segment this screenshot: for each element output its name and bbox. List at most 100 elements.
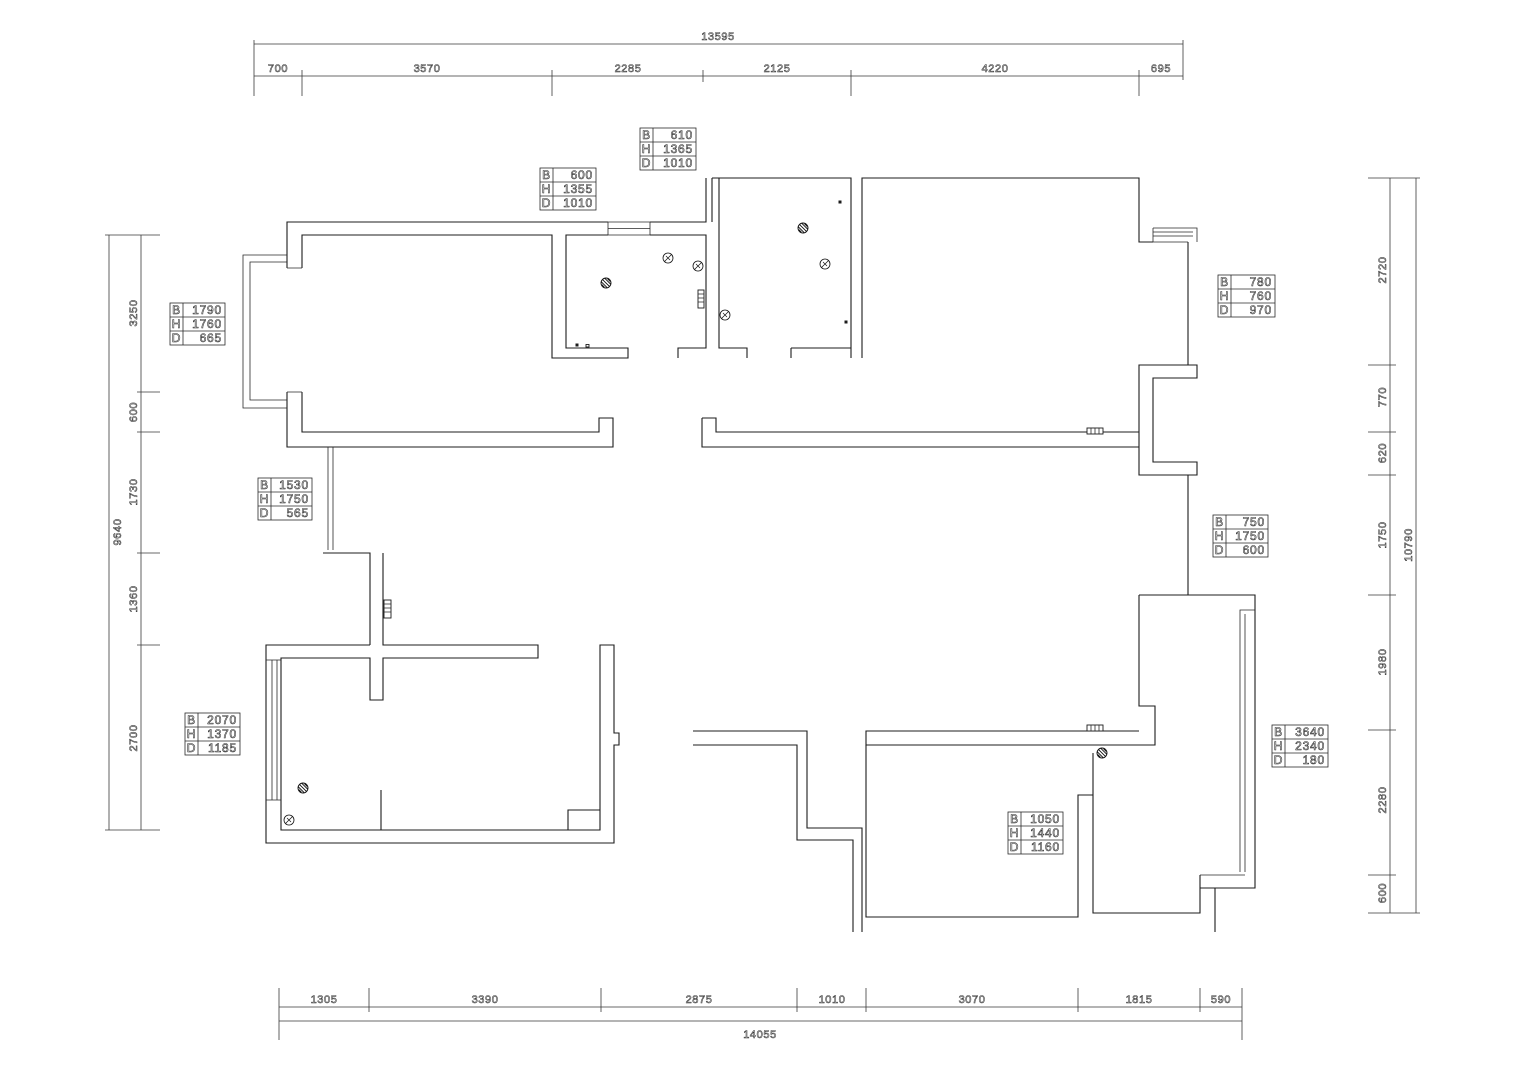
dimension-bottom-segment: 1815	[1126, 994, 1153, 1006]
dimension-bottom-overall: 14055	[743, 1029, 777, 1041]
table-value-b: 610	[671, 128, 693, 142]
dimension-left-segment: 2700	[128, 725, 140, 752]
dimension-bottom-segment: 3070	[959, 994, 986, 1006]
table-label-h: H	[260, 492, 269, 506]
table-label-h: H	[187, 727, 196, 741]
table-value-d: 970	[1250, 303, 1272, 317]
dimension-bottom-segment: 1305	[311, 994, 338, 1006]
table-value-d: 1010	[563, 196, 593, 210]
wall-east-lower	[1139, 594, 1256, 932]
table-label-h: H	[1274, 739, 1283, 753]
table-label-d: D	[172, 331, 181, 345]
table-value-h: 1370	[207, 727, 237, 741]
table-label-b: B	[1274, 725, 1283, 739]
table-label-d: D	[1215, 543, 1224, 557]
table-value-b: 1050	[1030, 812, 1060, 826]
dimension-right-segment: 600	[1377, 883, 1389, 903]
window-lower-left	[266, 659, 281, 801]
table-label-b: B	[187, 713, 196, 727]
table-label-h: H	[172, 317, 181, 331]
table-value-h: 1365	[663, 142, 693, 156]
table-frame	[1271, 724, 1329, 768]
table-value-h: 2340	[1295, 739, 1325, 753]
table-value-d: 180	[1303, 753, 1325, 767]
dimension-bottom-segment: 590	[1211, 994, 1231, 1006]
table-value-d: 1160	[1031, 840, 1060, 854]
dimension-right-segment: 2720	[1377, 257, 1389, 284]
point-marker	[585, 344, 590, 348]
dimension-line-top-overall	[253, 40, 1184, 96]
dimension-top-segment: 3570	[414, 63, 441, 75]
wall-center-horizontal	[701, 417, 1139, 448]
table-label-d: D	[260, 506, 269, 520]
table-frame	[169, 302, 226, 346]
wall-bath-right-west	[718, 178, 748, 358]
wall-bath-divider	[650, 234, 707, 358]
table-frame	[257, 477, 313, 521]
floor-drain-icon	[719, 309, 731, 321]
bay-window-west	[242, 254, 302, 409]
table-value-h: 1750	[1235, 529, 1265, 543]
table-label-b: B	[172, 303, 181, 317]
wall-upper-right-north	[861, 177, 1153, 358]
table-label-h: H	[1010, 826, 1019, 840]
table-value-h: 1750	[279, 492, 309, 506]
table-value-b: 1530	[279, 478, 309, 492]
floor-drain-icon	[1096, 747, 1108, 759]
wall-shaft	[1138, 364, 1198, 476]
floor-drain-icon	[797, 222, 809, 234]
dimension-right-segment: 620	[1377, 443, 1389, 463]
table-value-b: 3640	[1295, 725, 1325, 739]
dimension-right-segment: 770	[1377, 387, 1389, 407]
wall-upper-left-south	[286, 392, 614, 448]
dimension-left-segment: 1360	[128, 586, 140, 613]
floor-drain-icon	[662, 252, 674, 264]
table-label-b: B	[642, 128, 651, 142]
dimension-top-overall: 13595	[701, 31, 735, 43]
table-label-h: H	[642, 142, 651, 156]
table-label-d: D	[187, 741, 196, 755]
table-label-b: B	[1220, 275, 1229, 289]
window-east-lower	[1200, 609, 1255, 876]
floor-drain-icon	[819, 258, 831, 270]
table-label-h: H	[1220, 289, 1229, 303]
radiator-icon	[1086, 724, 1104, 732]
floor-drain-icon	[600, 277, 612, 289]
table-frame	[639, 127, 697, 171]
dimension-top-segment: 4220	[982, 63, 1009, 75]
table-value-h: 1355	[563, 182, 593, 196]
table-label-d: D	[1274, 753, 1283, 767]
table-frame	[539, 167, 597, 211]
table-value-d: 600	[1243, 543, 1265, 557]
dimension-line-left-overall	[105, 234, 160, 831]
table-label-h: H	[1215, 529, 1224, 543]
table-label-b: B	[1215, 515, 1224, 529]
floor-drain-icon	[297, 782, 309, 794]
table-value-h: 1440	[1030, 826, 1060, 840]
table-label-b: B	[1010, 812, 1019, 826]
wall-upper-left-outer	[286, 178, 713, 268]
table-value-h: 760	[1250, 289, 1272, 303]
radiator-icon	[697, 289, 705, 309]
dimension-left-segment: 600	[128, 402, 140, 422]
table-label-b: B	[260, 478, 269, 492]
dimension-right-segment: 2280	[1377, 787, 1389, 814]
dimension-line-right-overall	[1368, 177, 1420, 914]
table-value-h: 1760	[192, 317, 222, 331]
table-value-d: 1010	[663, 156, 693, 170]
dimension-left-segment: 3250	[128, 300, 140, 327]
table-frame	[1007, 811, 1064, 855]
table-value-b: 750	[1243, 515, 1265, 529]
dimension-bottom-segment: 3390	[472, 994, 499, 1006]
table-value-b: 1790	[192, 303, 222, 317]
